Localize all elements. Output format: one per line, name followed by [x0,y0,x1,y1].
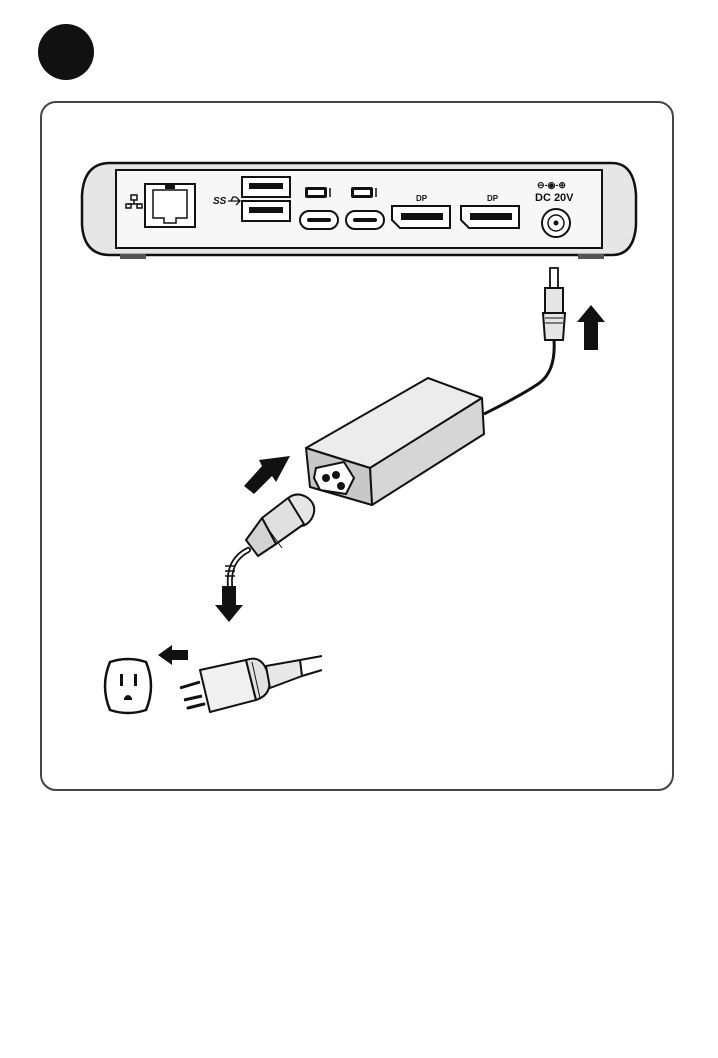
foot-right [578,254,604,259]
ac-cord-plug [246,494,314,556]
power-adapter [306,378,484,505]
svg-text:DP: DP [416,194,428,203]
foot-left [120,254,146,259]
arrow-down-icon [215,586,243,622]
arrow-up-icon [577,305,605,350]
svg-text:SS: SS [213,196,227,207]
wall-outlet [105,659,151,713]
svg-text:DC 20V: DC 20V [535,192,574,204]
svg-text:DP: DP [487,194,499,203]
arrow-right-icon [244,456,290,494]
svg-text:⊖-◉-⊕: ⊖-◉-⊕ [537,180,566,190]
ethernet-port [145,184,195,227]
dc-plug [543,268,565,340]
arrow-left-icon [158,645,188,665]
docking-station: SS DP [82,163,636,259]
wall-plug [180,656,322,712]
dc-cable [484,340,554,414]
